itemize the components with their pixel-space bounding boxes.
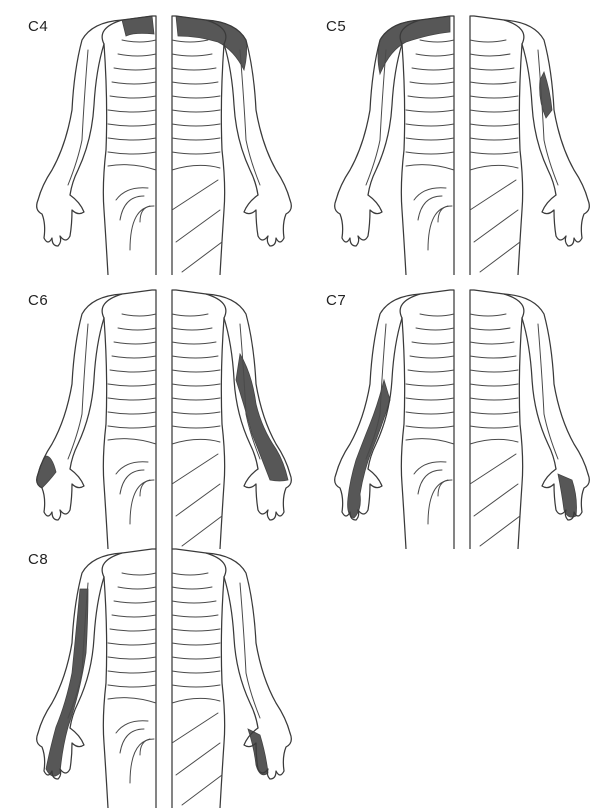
- dermatome-figure-c8: C8: [22, 543, 302, 808]
- dermatome-figure-c6: C6: [22, 284, 302, 549]
- body-diagram: [320, 284, 600, 549]
- figure-label: C5: [326, 18, 346, 35]
- body-diagram: [22, 284, 302, 549]
- figure-label: C4: [28, 18, 48, 35]
- body-diagram: [22, 10, 302, 275]
- dermatome-shading: [37, 456, 56, 488]
- dermatome-shading: [378, 16, 450, 74]
- dermatome-shading: [558, 474, 577, 517]
- body-diagram: [320, 10, 600, 275]
- dermatome-figure-c5: C5: [320, 10, 600, 275]
- dermatome-shading: [348, 380, 390, 518]
- figure-label: C6: [28, 292, 48, 309]
- figure-label: C8: [28, 551, 48, 568]
- dermatome-figure-c7: C7: [320, 284, 600, 549]
- figure-label: C7: [326, 292, 346, 309]
- dermatome-figure-c4: C4: [22, 10, 302, 275]
- dermatome-shading: [46, 589, 88, 776]
- dermatome-shading: [176, 16, 247, 70]
- body-diagram: [22, 543, 302, 808]
